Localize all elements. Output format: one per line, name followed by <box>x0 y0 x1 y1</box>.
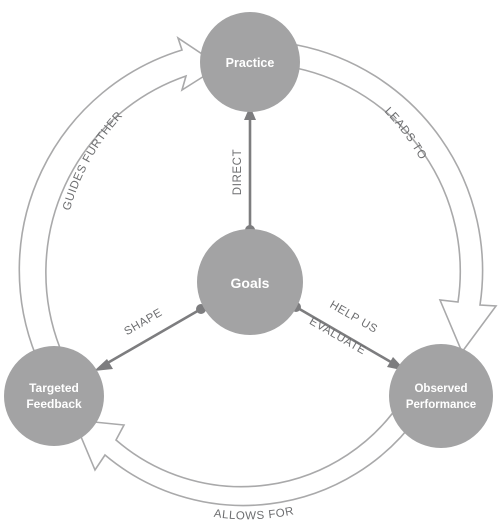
label-direct: DIRECT <box>232 149 244 195</box>
arrow-guides-further <box>18 36 222 357</box>
node-targeted-feedback: Targeted Feedback <box>4 346 104 446</box>
node-practice: Practice <box>200 12 300 112</box>
label-allows-for: ALLOWS FOR <box>213 505 295 522</box>
node-goals-label: Goals <box>231 275 270 291</box>
node-goals: Goals <box>197 229 303 335</box>
node-observed-performance: Observed Performance <box>389 344 493 448</box>
arrow-leads-to <box>295 44 498 354</box>
arrow-allows-for <box>72 398 420 507</box>
spoke-direct <box>244 106 256 235</box>
node-targeted-label: Targeted <box>29 381 79 395</box>
node-performance-label: Performance <box>406 399 476 411</box>
node-observed-label: Observed <box>414 383 467 395</box>
node-practice-label: Practice <box>226 56 275 70</box>
node-feedback-label: Feedback <box>26 397 82 411</box>
